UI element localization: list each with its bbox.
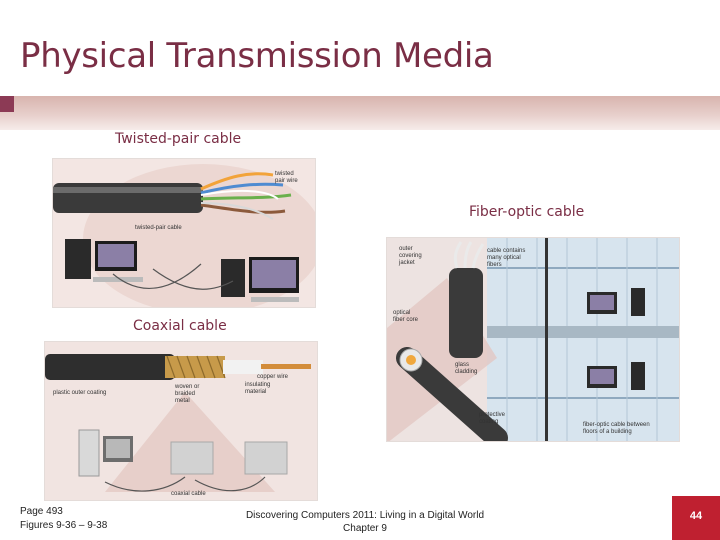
caption-fiber-optic: Fiber-optic cable	[469, 204, 585, 220]
label-cable-contains-2: many optical	[487, 255, 521, 261]
computer-tower-icon	[78, 429, 133, 477]
label-coaxial-cable: coaxial cable	[171, 491, 206, 497]
workstation-lower-icon	[587, 362, 645, 390]
label-fiber-between-floors-2: floors of a building	[583, 429, 632, 435]
slide-title: Physical Transmission Media	[20, 36, 494, 76]
fiber-optic-illustration: outer covering jacket cable contains man…	[387, 238, 679, 441]
label-optical-core: optical	[393, 310, 410, 316]
page-ref-text: Page 493	[20, 506, 63, 517]
label-woven-2: braided	[175, 391, 195, 397]
label-twisted-pair-cable: twisted-pair cable	[135, 225, 182, 231]
label-insulating: insulating	[245, 382, 270, 388]
label-outer-covering-3: jacket	[398, 260, 415, 266]
label-glass-cladding-2: cladding	[455, 369, 477, 375]
label-twisted-pair-wire: twisted	[275, 171, 294, 177]
footer-book-title: Discovering Computers 2011: Living in a …	[230, 509, 500, 535]
footer-page-reference: Page 493 Figures 9-36 – 9-38	[20, 505, 107, 533]
label-outer-covering-2: covering	[399, 253, 422, 259]
label-woven-3: metal	[175, 398, 190, 404]
coaxial-illustration: copper wire insulating material woven or…	[45, 354, 311, 497]
coaxial-figure: copper wire insulating material woven or…	[44, 341, 318, 501]
caption-coaxial: Coaxial cable	[133, 318, 227, 334]
twisted-pair-illustration: twisted pair wire twisted-pair cable	[53, 164, 315, 307]
label-woven: woven or	[174, 384, 199, 390]
device-center-icon	[170, 441, 214, 475]
computer-left-icon	[65, 239, 143, 282]
label-outer-coating: plastic outer coating	[53, 390, 106, 396]
book-title-text: Discovering Computers 2011: Living in a …	[245, 510, 485, 521]
label-twisted-pair-wire-2: pair wire	[275, 178, 298, 184]
workstation-upper-icon	[587, 288, 645, 316]
device-right-icon	[244, 441, 288, 475]
page-number: 44	[689, 510, 703, 522]
caption-twisted-pair: Twisted-pair cable	[115, 131, 242, 147]
label-protective-coating: protective	[479, 412, 506, 418]
label-optical-core-2: fiber core	[393, 317, 419, 323]
chapter-text: Chapter 9	[343, 523, 387, 534]
title-accent-band	[0, 96, 720, 130]
fiber-optic-figure: outer covering jacket cable contains man…	[386, 237, 680, 442]
figures-ref-text: Figures 9-36 – 9-38	[20, 520, 108, 531]
label-cable-contains-3: fibers	[487, 262, 502, 268]
label-copper-wire: copper wire	[257, 374, 289, 380]
label-fiber-between-floors: fiber-optic cable between	[583, 422, 650, 428]
label-insulating-2: material	[245, 389, 266, 395]
page-number-badge: 44	[672, 496, 720, 540]
label-cable-contains: cable contains	[487, 248, 525, 254]
label-outer-covering: outer	[399, 246, 413, 252]
label-glass-cladding: glass	[455, 362, 469, 368]
label-protective-coating-2: coating	[479, 419, 498, 425]
computer-right-icon	[221, 257, 299, 302]
twisted-pair-figure: twisted pair wire twisted-pair cable	[52, 158, 316, 308]
